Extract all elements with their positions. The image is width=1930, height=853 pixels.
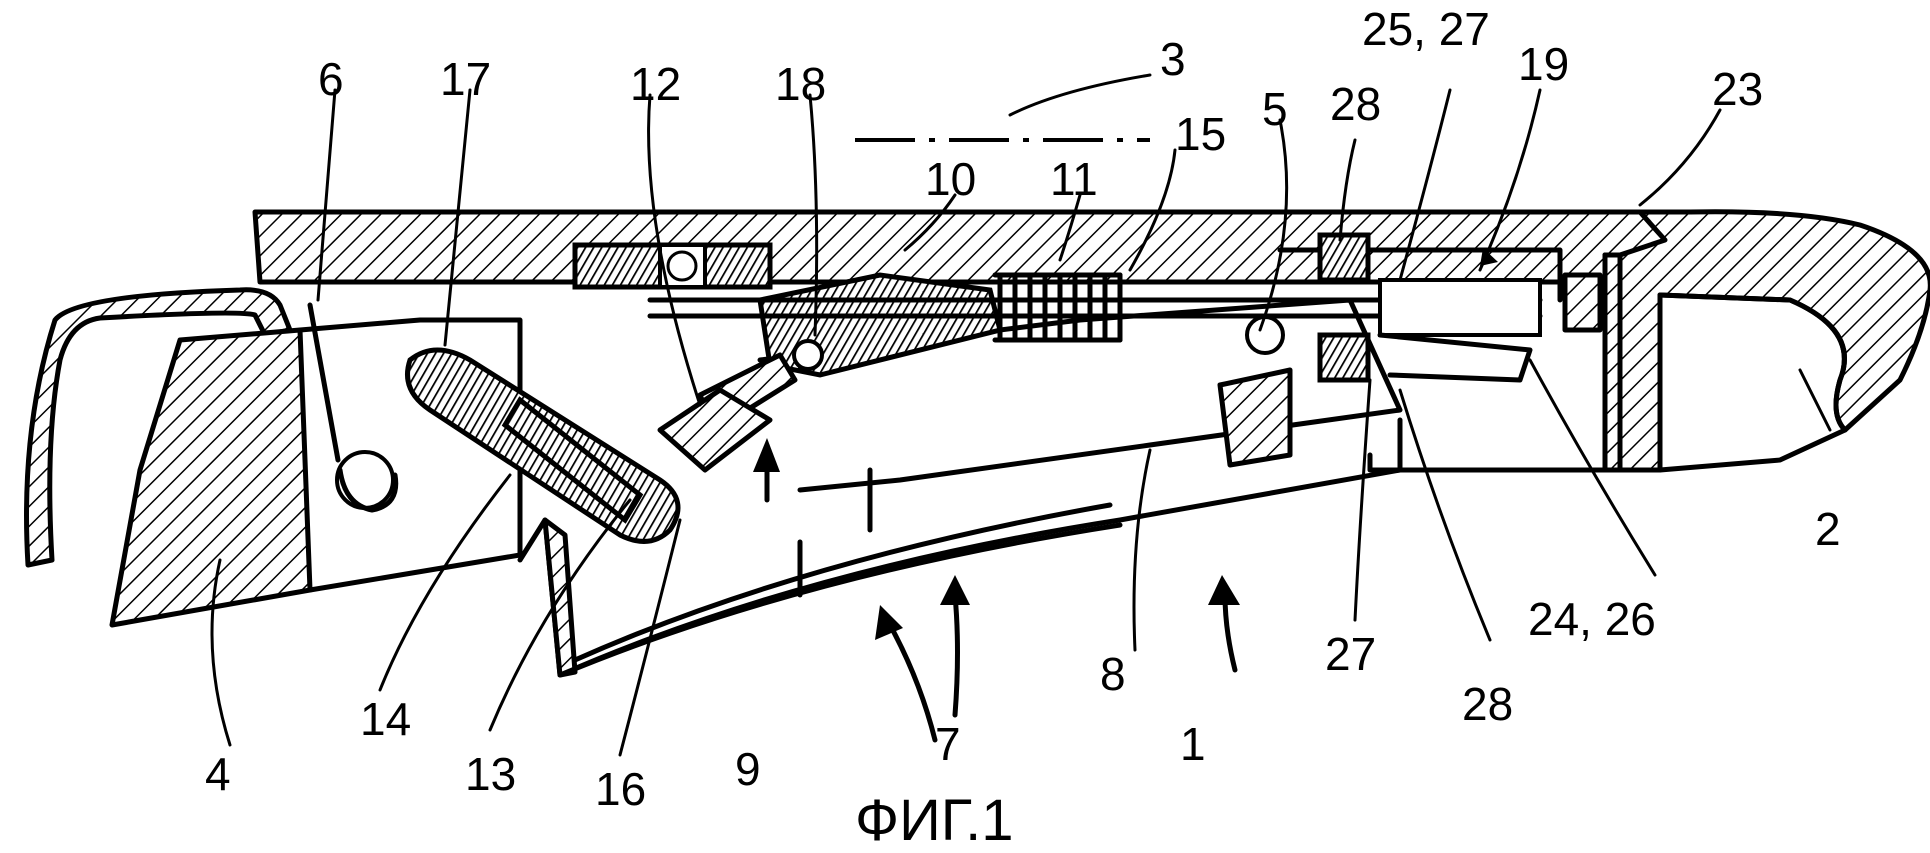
label-13: 13 bbox=[465, 748, 516, 800]
label-24-26: 24, 26 bbox=[1528, 593, 1656, 645]
label-12: 12 bbox=[630, 58, 681, 110]
reference-labels: 6 17 12 18 3 10 11 15 5 28 25, 27 19 23 … bbox=[205, 3, 1841, 815]
figure-caption: ФИГ.1 bbox=[855, 788, 1013, 853]
label-2: 2 bbox=[1815, 503, 1841, 555]
label-28-top: 28 bbox=[1330, 78, 1381, 130]
label-4: 4 bbox=[205, 748, 231, 800]
label-27: 27 bbox=[1325, 628, 1376, 680]
arrows bbox=[753, 248, 1498, 743]
leader-lines bbox=[210, 73, 1832, 757]
link-lever bbox=[405, 347, 681, 544]
label-1: 1 bbox=[1180, 718, 1206, 770]
lever-10 bbox=[657, 272, 1004, 473]
label-25-27: 25, 27 bbox=[1362, 3, 1490, 55]
label-15: 15 bbox=[1175, 108, 1226, 160]
label-3: 3 bbox=[1160, 33, 1186, 85]
label-19: 19 bbox=[1518, 38, 1569, 90]
label-7: 7 bbox=[935, 718, 961, 770]
upper-housing bbox=[252, 209, 1668, 285]
label-9: 9 bbox=[735, 743, 761, 795]
spring-6 bbox=[307, 302, 399, 513]
label-5: 5 bbox=[1262, 83, 1288, 135]
label-10: 10 bbox=[925, 153, 976, 205]
front-block-4 bbox=[109, 317, 523, 628]
label-17: 17 bbox=[440, 53, 491, 105]
label-11: 11 bbox=[1050, 153, 1098, 205]
label-8: 8 bbox=[1100, 648, 1126, 700]
trigger-arm bbox=[757, 297, 1403, 493]
label-28-bottom: 28 bbox=[1462, 678, 1513, 730]
label-18: 18 bbox=[775, 58, 826, 110]
rear-handle bbox=[1617, 209, 1930, 473]
label-6: 6 bbox=[318, 53, 344, 105]
bearing-top bbox=[572, 242, 773, 290]
spring-11 bbox=[992, 272, 1123, 343]
label-16: 16 bbox=[595, 763, 646, 815]
rear-assembly bbox=[1277, 232, 1623, 473]
label-23: 23 bbox=[1712, 63, 1763, 115]
label-14: 14 bbox=[360, 693, 411, 745]
